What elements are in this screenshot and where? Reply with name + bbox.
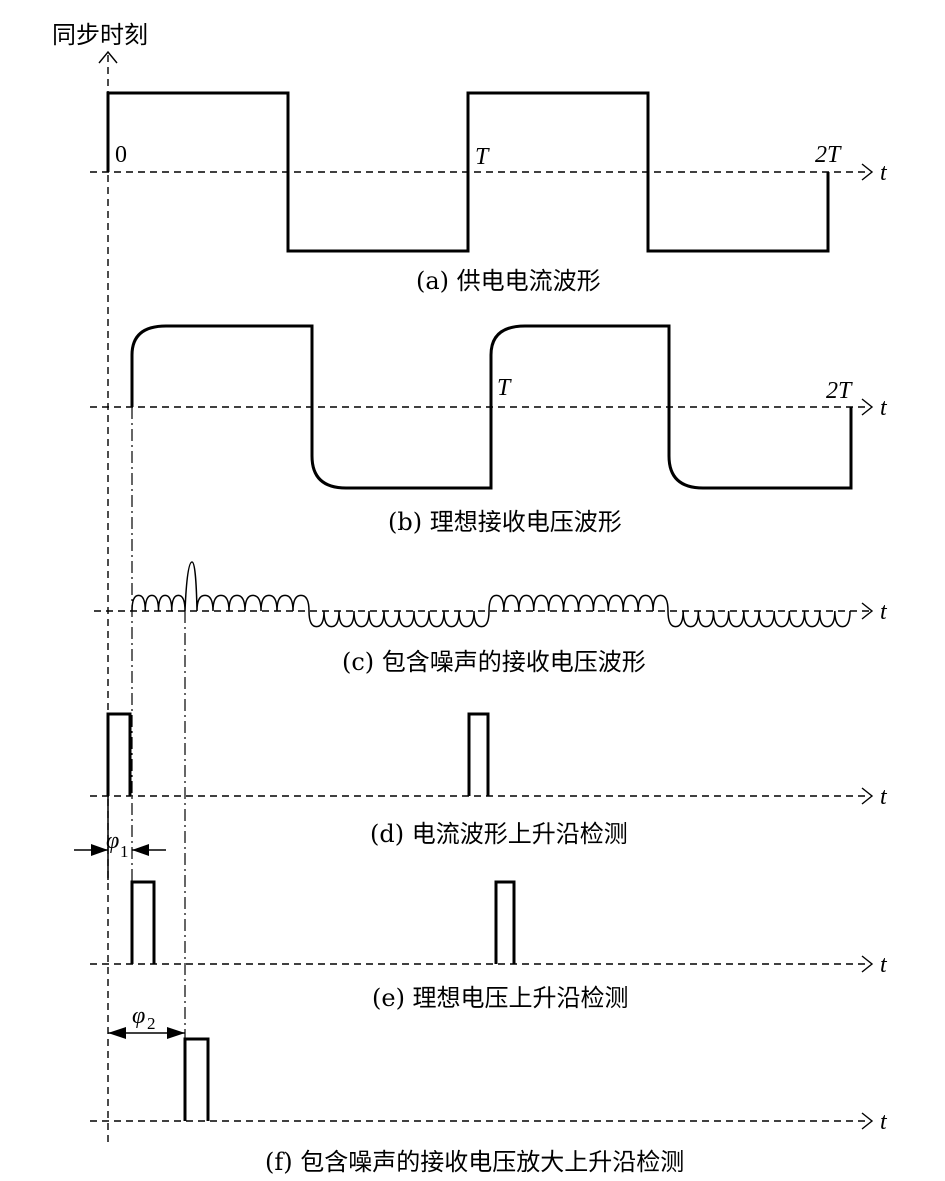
tick-label-T: T [497,375,512,401]
caption-c: (c) 包含噪声的接收电压波形 [342,648,646,676]
phi2-symbol: φ [132,1003,145,1029]
axis-label-t: t [880,784,888,810]
arrow-right-icon [91,844,108,856]
axis-arrow-icon [861,1112,874,1130]
axis-arrow-icon [861,398,874,416]
panel-f: t (f) 包含噪声的接收电压放大上升沿检测 [90,1037,888,1176]
caption-f: (f) 包含噪声的接收电压放大上升沿检测 [265,1148,684,1176]
axis-label-t: t [880,160,888,186]
panel-e: t φ 2 (e) 理想电压上升沿检测 [90,880,888,1039]
axis-arrow-icon [861,602,874,620]
phi1-symbol: φ [106,828,119,854]
current-square-wave [106,91,830,253]
axis-arrow-icon [861,163,874,181]
panel-a: t 0 T 2T (a) 供电电流波形 [90,91,888,295]
phi2-subscript: 2 [147,1014,156,1033]
detection-pulse [467,712,490,796]
arrow-right-icon [167,1027,185,1039]
tick-label-0: 0 [115,142,127,168]
tick-label-2T: 2T [815,142,842,168]
caption-a: (a) 供电电流波形 [416,267,601,295]
panel-d: t φ 1 (d) 电流波形上升沿检测 [74,712,888,880]
axis-label-t: t [880,952,888,978]
axis-label-t: t [880,395,888,421]
detection-pulse [183,1037,210,1121]
axis-label-t: t [880,599,888,625]
axis-arrow-icon [861,787,874,805]
tick-label-T: T [475,144,490,170]
arrow-left-icon [108,1027,126,1039]
phi1-subscript: 1 [120,842,129,861]
caption-d: (d) 电流波形上升沿检测 [370,820,628,848]
detection-pulse [106,712,132,796]
axis-label-t: t [880,1109,888,1135]
axis-arrow-icon [861,955,874,973]
tick-label-2T: 2T [826,378,853,404]
detection-pulse [130,880,156,964]
ideal-voltage-wave [130,324,853,490]
panel-c: t (c) 包含噪声的接收电压波形 [94,561,888,676]
sync-axis-label: 同步时刻 [52,21,148,49]
arrow-left-icon [132,844,149,856]
detection-pulse [494,880,516,964]
noisy-voltage-wave [131,561,851,628]
sync-axis-arrow-icon [98,50,118,64]
caption-b: (b) 理想接收电压波形 [388,508,622,536]
caption-e: (e) 理想电压上升沿检测 [372,984,629,1012]
panel-b: t T 2T (b) 理想接收电压波形 [90,324,888,536]
